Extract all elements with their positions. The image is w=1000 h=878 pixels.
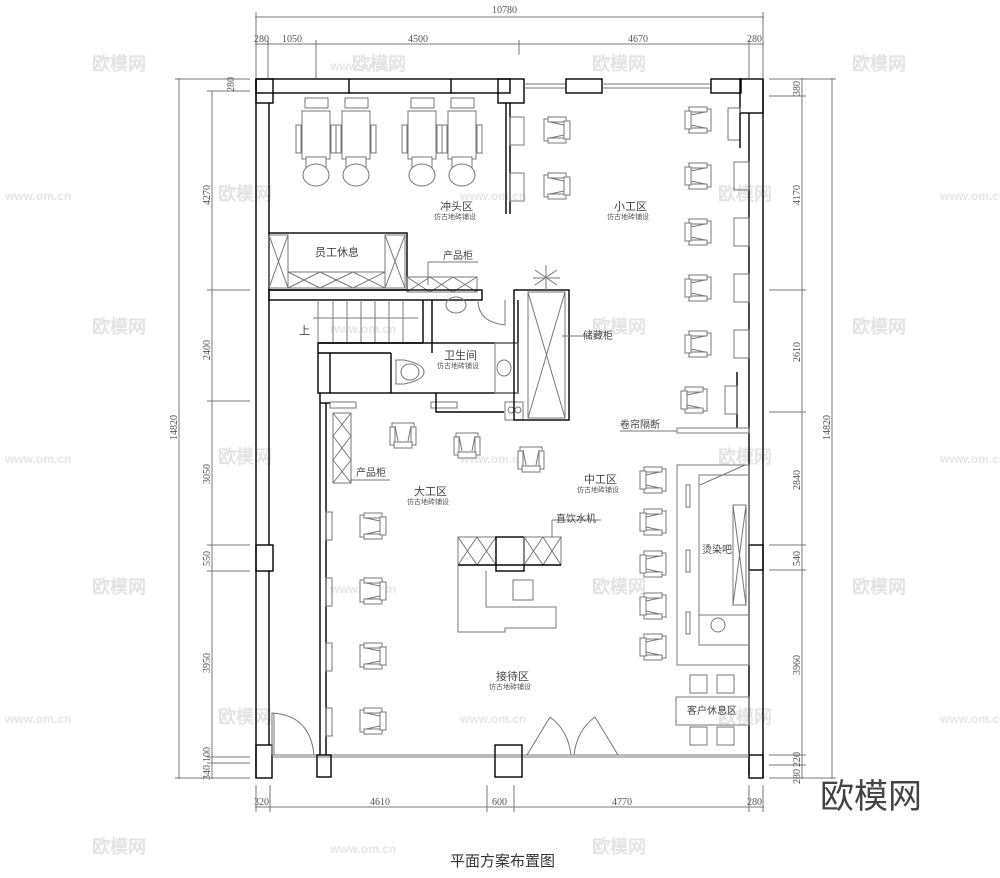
svg-text:欧模网: 欧模网 [218, 706, 272, 728]
dim-right-total: 14820 [822, 415, 833, 440]
svg-text:www.om.cn: www.om.cn [329, 59, 396, 73]
top-dimensions: 10780 280 1050 4500 4670 280 [254, 5, 764, 78]
plant-icon [533, 265, 560, 290]
svg-text:欧模网: 欧模网 [592, 53, 646, 75]
wash-bed-icon [441, 97, 483, 187]
svg-text:欧模网: 欧模网 [592, 576, 646, 598]
product-cabinet-left-label: 产品柜 [356, 466, 386, 479]
dim-top-3: 4670 [628, 34, 648, 45]
svg-text:欧模网: 欧模网 [718, 706, 772, 728]
mid-work-area-label: 中工区 [584, 473, 617, 486]
dim-left-2: 2400 [202, 340, 213, 360]
svg-text:www.om.cn: www.om.cn [4, 189, 71, 203]
toilet-floor: 仿古地砖铺设 [437, 361, 479, 370]
svg-text:欧模网: 欧模网 [352, 53, 406, 75]
reception-area-floor: 仿古地砖铺设 [489, 682, 531, 691]
product-cabinet-top-label: 产品柜 [443, 249, 473, 262]
svg-text:www.om.cn: www.om.cn [939, 452, 1000, 466]
dim-right-7: 280 [792, 769, 803, 784]
dim-right-2: 2610 [792, 342, 803, 362]
dim-top-1: 1050 [282, 34, 302, 45]
brand-logo: 欧模网 [820, 777, 922, 817]
curtain-partition-label: 卷帘隔断 [620, 418, 660, 431]
svg-text:www.om.cn: www.om.cn [459, 712, 526, 726]
svg-text:www.om.cn: www.om.cn [939, 189, 1000, 203]
watermarks: 欧模网 欧模网 欧模网 欧模网 欧模网 欧模网 欧模网 欧模网 欧模网 欧模网 … [4, 53, 1000, 858]
svg-text:www.om.cn: www.om.cn [939, 712, 1000, 726]
interior-walls [268, 103, 750, 755]
dim-bottom-3: 4770 [612, 797, 632, 808]
svg-text:欧模网: 欧模网 [852, 53, 906, 75]
dim-left-6: 100 [202, 747, 213, 762]
room-labels: 冲头区 仿古地砖铺设 小工区 仿古地砖铺设 员工休息 产品柜 上 卫生间 仿古地… [299, 199, 737, 717]
dim-bottom-1: 4610 [370, 797, 390, 808]
svg-text:欧模网: 欧模网 [218, 446, 272, 468]
dye-bar-label: 烫染吧 [702, 543, 732, 556]
dim-right-5: 3960 [792, 655, 803, 675]
water-dispenser-label: 直饮水机 [556, 512, 596, 525]
dim-left-0: 280 [226, 77, 237, 92]
dim-top-0: 280 [254, 34, 269, 45]
large-work-area-floor: 仿古地砖铺设 [407, 497, 449, 506]
wash-bed-icon [295, 97, 337, 187]
svg-text:欧模网: 欧模网 [592, 316, 646, 338]
storage-cabinet-label: 储藏柜 [583, 329, 613, 342]
wash-area-label: 冲头区 [440, 199, 473, 213]
svg-text:欧模网: 欧模网 [92, 576, 146, 598]
toilet-label: 卫生间 [444, 348, 477, 362]
left-dimensions: 14820 280 4270 2400 3050 550 3950 100 34… [169, 77, 250, 780]
svg-text:www.om.cn: www.om.cn [4, 712, 71, 726]
svg-text:欧模网: 欧模网 [592, 836, 646, 858]
bottom-dimensions: 320 4610 600 4770 280 [254, 785, 764, 812]
svg-text:www.om.cn: www.om.cn [329, 322, 396, 336]
small-work-area-label: 小工区 [614, 200, 647, 213]
dim-right-1: 4170 [792, 185, 803, 205]
dim-bottom-0: 320 [254, 797, 269, 808]
dim-top-2: 4500 [408, 34, 428, 45]
customer-lounge-label: 客户休息区 [687, 704, 737, 717]
staff-rest-label: 员工休息 [315, 245, 359, 259]
right-dimensions: 14820 380 4170 2610 2840 540 3960 220 28… [769, 78, 836, 784]
dim-right-4: 540 [792, 551, 803, 566]
dim-left-4: 550 [202, 551, 213, 566]
dim-right-0: 380 [792, 81, 803, 96]
svg-text:欧模网: 欧模网 [92, 316, 146, 338]
dim-top-4: 280 [747, 34, 762, 45]
svg-text:欧模网: 欧模网 [718, 183, 772, 205]
svg-text:www.om.cn: www.om.cn [329, 842, 396, 856]
wash-bed-icon [401, 97, 443, 187]
drawing-title: 平面方案布置图 [450, 852, 555, 870]
dim-left-5: 3950 [202, 653, 213, 673]
dim-bottom-2: 600 [492, 797, 507, 808]
svg-text:欧模网: 欧模网 [218, 183, 272, 205]
wash-beds [295, 97, 483, 187]
dim-top-total: 10780 [492, 5, 517, 16]
mid-work-area-floor: 仿古地砖铺设 [577, 485, 619, 494]
wash-bed-icon [335, 97, 377, 187]
stairs-up-label: 上 [299, 324, 310, 337]
large-work-area-label: 大工区 [414, 484, 447, 498]
svg-text:欧模网: 欧模网 [852, 576, 906, 598]
dim-right-6: 220 [792, 752, 803, 767]
svg-text:欧模网: 欧模网 [92, 836, 146, 858]
dim-left-total: 14820 [169, 415, 180, 440]
svg-text:欧模网: 欧模网 [718, 446, 772, 468]
reception-area-label: 接待区 [496, 669, 529, 683]
wash-area-floor: 仿古地砖铺设 [434, 212, 476, 221]
dim-left-3: 3050 [202, 464, 213, 484]
dim-bottom-4: 280 [747, 797, 762, 808]
svg-text:欧模网: 欧模网 [852, 316, 906, 338]
dim-left-7: 340 [202, 765, 213, 780]
small-work-area-floor: 仿古地砖铺设 [607, 212, 649, 221]
svg-text:欧模网: 欧模网 [92, 53, 146, 75]
dim-right-3: 2840 [792, 470, 803, 490]
svg-text:www.om.cn: www.om.cn [4, 452, 71, 466]
dim-left-1: 4270 [202, 185, 213, 205]
